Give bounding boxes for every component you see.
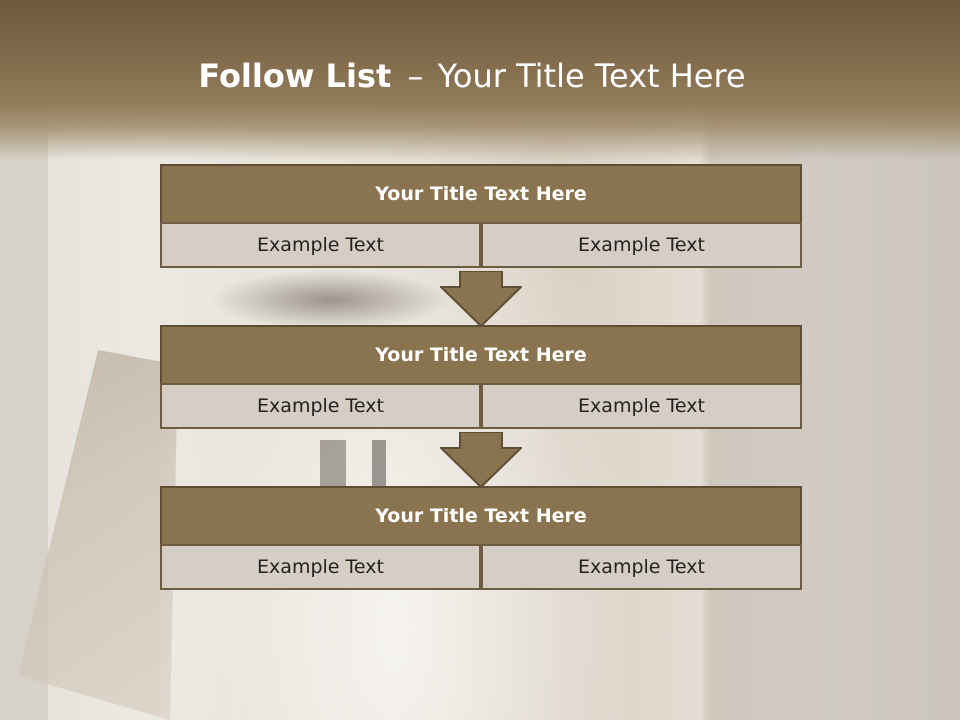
flow-block-left-cell[interactable]: Example Text [160, 383, 481, 429]
background-strap [320, 440, 346, 490]
down-arrow-icon [440, 271, 522, 327]
flow-block-left-cell[interactable]: Example Text [160, 222, 481, 268]
flow-block-title[interactable]: Your Title Text Here [160, 164, 802, 224]
page-title-bold: Follow List [198, 57, 392, 95]
header-band [0, 0, 960, 160]
flow-block-right-cell[interactable]: Example Text [481, 544, 802, 590]
flow-block-left-cell[interactable]: Example Text [160, 544, 481, 590]
page-title-rest: Your Title Text Here [437, 57, 746, 95]
background-strap [372, 440, 386, 490]
page-title-separator: – [407, 57, 424, 95]
flow-block-right-cell[interactable]: Example Text [481, 222, 802, 268]
down-arrow-icon [440, 432, 522, 488]
page-title: Follow List – Your Title Text Here [0, 54, 944, 98]
flow-block-title[interactable]: Your Title Text Here [160, 325, 802, 385]
background-shadow [210, 270, 450, 330]
flow-block-title[interactable]: Your Title Text Here [160, 486, 802, 546]
flow-block-right-cell[interactable]: Example Text [481, 383, 802, 429]
